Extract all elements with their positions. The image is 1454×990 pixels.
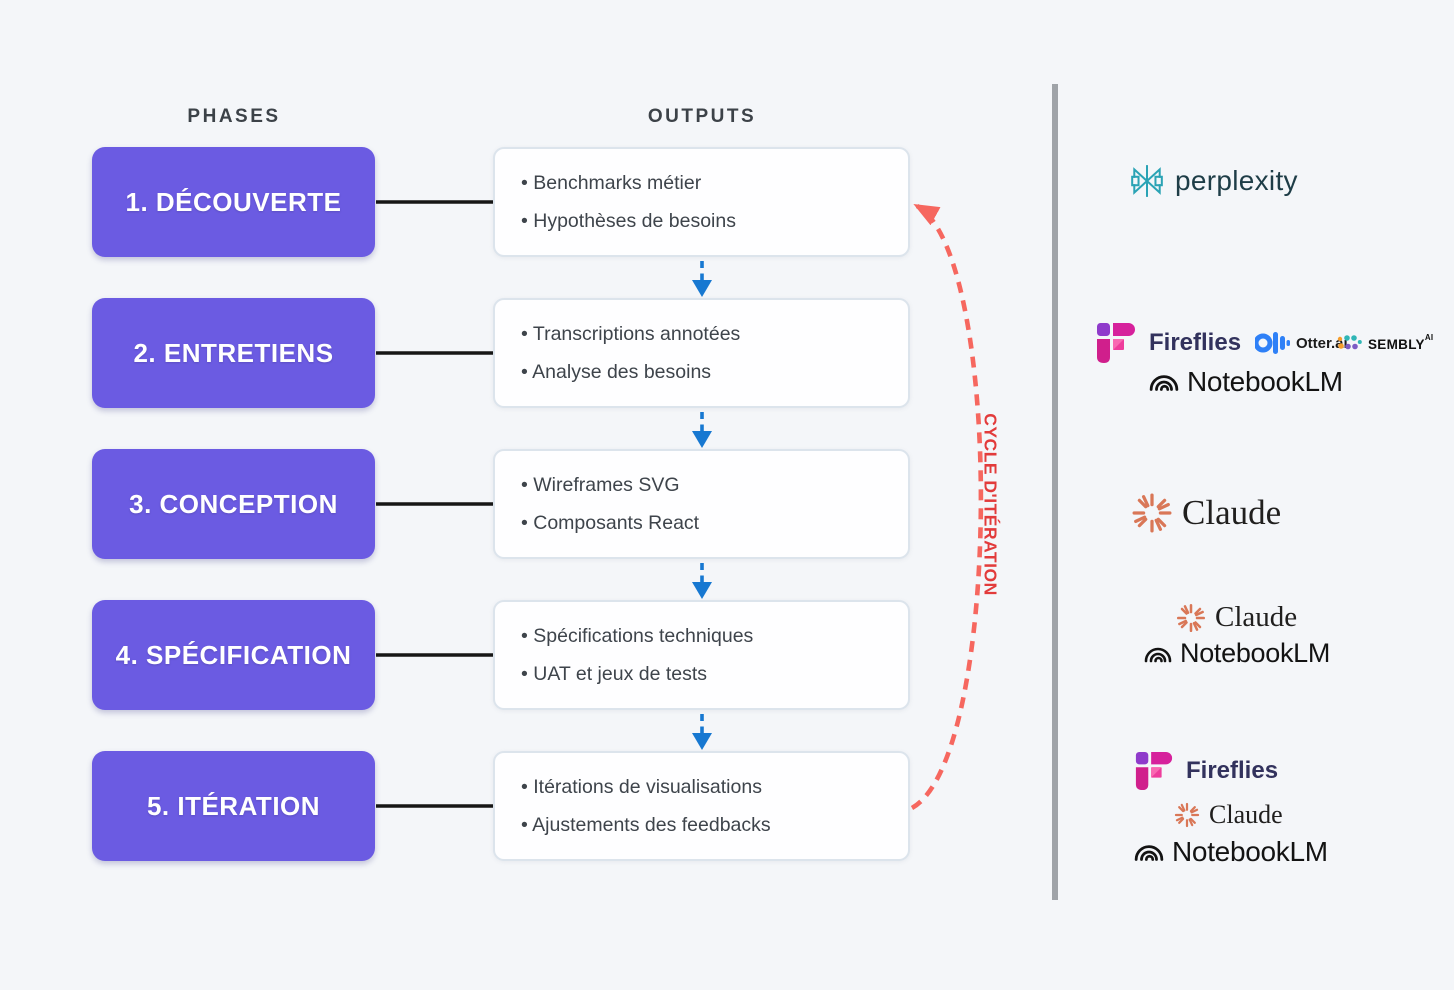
tools-row-4-claude: Claude (1176, 601, 1297, 634)
fireflies-label: Fireflies (1186, 757, 1279, 784)
output-item: Ajustements des feedbacks (521, 814, 908, 837)
tools-row-5-notebooklm: NotebookLM (1134, 836, 1328, 868)
output-item: Composants React (521, 512, 908, 535)
sembly-ai-superscript: AI (1424, 333, 1434, 342)
sembly-icon (1337, 335, 1362, 350)
tools-row-5-claude: Claude (1174, 800, 1283, 830)
phases-column-header: PHASES (187, 106, 281, 127)
output-item: UAT et jeux de tests (521, 663, 908, 686)
output-item: Wireframes SVG (521, 474, 908, 497)
claude-icon (1174, 802, 1200, 828)
output-box-3: Wireframes SVG Composants React (493, 449, 910, 559)
notebooklm-icon (1134, 845, 1164, 861)
outputs-column-header: OUTPUTS (647, 106, 757, 127)
tools-row-2-notebooklm: NotebookLM (1149, 366, 1343, 398)
claude-label: Claude (1209, 800, 1283, 829)
tools-row-3-claude: Claude (1131, 492, 1281, 534)
output-item: Spécifications techniques (521, 625, 908, 648)
cycle-iteration-label: CYCLE D'ITÉRATION (980, 413, 1001, 596)
iteration-cycle-arrow (910, 203, 984, 811)
section-divider (1052, 84, 1058, 900)
fireflies-icon (1135, 751, 1173, 791)
claude-label: Claude (1182, 493, 1282, 532)
tools-row-2-otter: Otter.ai (1255, 331, 1348, 355)
output-box-5: Itérations de visualisations Ajustements… (493, 751, 910, 861)
perplexity-icon (1131, 165, 1163, 197)
phase-box-conception: 3. CONCEPTION (92, 449, 375, 559)
phase-box-decouverte: 1. DÉCOUVERTE (92, 147, 375, 257)
output-box-1: Benchmarks métier Hypothèses de besoins (493, 147, 910, 257)
claude-icon (1176, 603, 1206, 632)
notebooklm-label: NotebookLM (1187, 366, 1343, 397)
otter-label: Otter.ai (1296, 334, 1348, 352)
claude-label: Claude (1215, 601, 1298, 633)
output-item: Hypothèses de besoins (521, 210, 908, 233)
phase-box-entretiens: 2. ENTRETIENS (92, 298, 375, 408)
notebooklm-icon (1144, 647, 1172, 662)
phase-box-specification: 4. SPÉCIFICATION (92, 600, 375, 710)
otter-icon (1255, 332, 1290, 354)
perplexity-label: perplexity (1175, 165, 1298, 196)
sembly-label: SEMBLYAI (1368, 333, 1434, 352)
output-box-2: Transcriptions annotées Analyse des beso… (493, 298, 910, 408)
notebooklm-label: NotebookLM (1172, 836, 1328, 867)
notebooklm-icon (1149, 375, 1179, 391)
phase-output-connector-lines (376, 200, 493, 808)
output-item: Itérations de visualisations (521, 776, 908, 799)
fireflies-icon (1097, 323, 1135, 363)
notebooklm-label: NotebookLM (1180, 638, 1331, 668)
claude-icon (1132, 493, 1172, 533)
output-item: Benchmarks métier (521, 172, 908, 195)
phase-box-iteration: 5. ITÉRATION (92, 751, 375, 861)
fireflies-label: Fireflies (1149, 329, 1242, 356)
tools-row-4-notebooklm: NotebookLM (1144, 638, 1330, 669)
tools-row-2-sembly: SEMBLYAI (1336, 333, 1433, 352)
output-box-4: Spécifications techniques UAT et jeux de… (493, 600, 910, 710)
output-item: Transcriptions annotées (521, 323, 908, 346)
tools-row-1: perplexity (1129, 163, 1298, 199)
tools-row-2-fireflies: Fireflies (1095, 322, 1241, 364)
tools-row-5-fireflies: Fireflies (1134, 751, 1278, 791)
output-item: Analyse des besoins (521, 361, 908, 384)
